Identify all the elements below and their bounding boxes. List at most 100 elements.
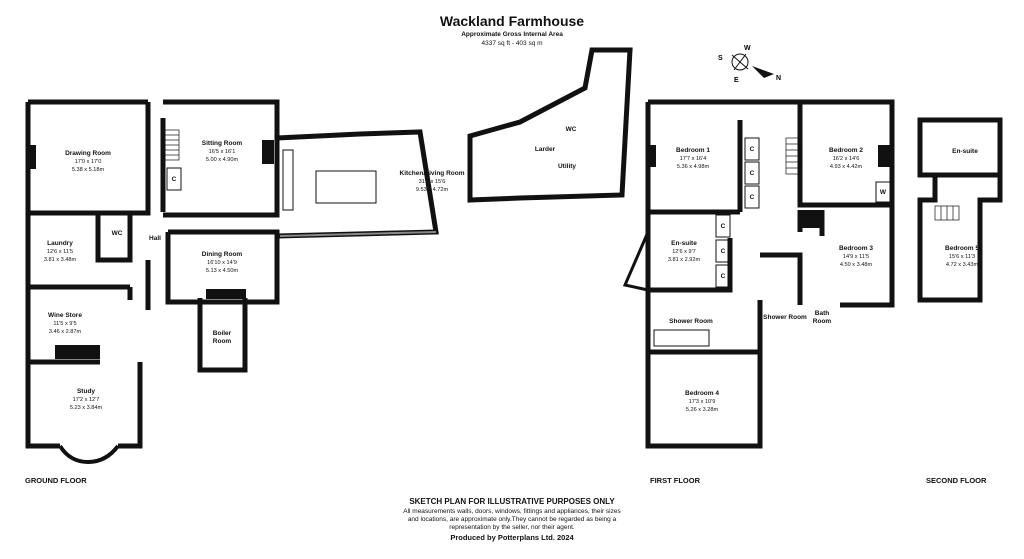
ground-floor-label: GROUND FLOOR bbox=[25, 476, 87, 485]
first-stairs bbox=[785, 137, 801, 175]
wc-ground-name: WC bbox=[112, 230, 123, 237]
bed2-walls bbox=[797, 102, 892, 208]
first-floor-label: FIRST FLOOR bbox=[650, 476, 700, 485]
drawing-room-metric: 5.38 x 5.18m bbox=[72, 167, 105, 173]
bed5-name: Bedroom 5 bbox=[945, 245, 979, 252]
compass-e: E bbox=[734, 77, 739, 84]
disclaimer-line-3: representation by the seller, nor their … bbox=[449, 524, 575, 531]
wardrobe-symbol: W bbox=[880, 189, 887, 196]
dining-room-metric: 5.13 x 4.50m bbox=[206, 268, 239, 274]
area-value: 4337 sq ft - 403 sq m bbox=[481, 40, 543, 47]
ground-cupboard bbox=[166, 167, 182, 191]
property-title: Wackland Farmhouse bbox=[439, 13, 585, 29]
bed3-dims: 14'9 x 11'5 bbox=[843, 254, 869, 260]
disclaimer-line-2: and locations, are approximate only.They… bbox=[407, 516, 617, 523]
study-metric: 5.23 x 3.84m bbox=[70, 405, 103, 411]
dining-fireplace bbox=[206, 289, 246, 299]
cupboard-symbol-3: C bbox=[750, 194, 755, 201]
cupboard-symbol-2: C bbox=[750, 170, 755, 177]
ground-stairs bbox=[164, 129, 180, 161]
dining-room-dims: 16'10 x 14'9 bbox=[207, 260, 237, 266]
sitting-room-metric: 5.00 x 4.90m bbox=[206, 157, 239, 163]
bed1-name: Bedroom 1 bbox=[676, 147, 710, 154]
bed3-name: Bedroom 3 bbox=[839, 245, 873, 252]
first-cupboards bbox=[715, 137, 891, 288]
second-stairs bbox=[934, 205, 960, 221]
study-name: Study bbox=[77, 388, 95, 395]
bed3-walls bbox=[797, 210, 825, 236]
study-dims: 17'2 x 12'7 bbox=[73, 397, 100, 403]
wine-store-fireplace bbox=[55, 345, 100, 359]
bath-name2: Room bbox=[813, 318, 832, 325]
dining-room-walls bbox=[165, 229, 280, 305]
drawing-room-name: Drawing Room bbox=[65, 150, 111, 157]
study-bay-window bbox=[58, 444, 120, 465]
wine-store-dims: 11'5 x 9'5 bbox=[53, 321, 76, 327]
bed2-metric: 4.93 x 4.42m bbox=[830, 164, 863, 170]
kitchen-glazed-wall bbox=[279, 231, 437, 237]
kitchen-island bbox=[315, 170, 377, 204]
bed4-dims: 17'3 x 10'9 bbox=[689, 399, 716, 405]
laundry-name: Laundry bbox=[47, 240, 73, 247]
drawing-room-walls bbox=[28, 102, 151, 216]
ensuite2-name: En-suite bbox=[952, 148, 978, 155]
bed2-dims: 16'2 x 14'6 bbox=[833, 156, 860, 162]
area-subtitle: Approximate Gross Internal Area bbox=[461, 31, 563, 38]
bed3-metric: 4.50 x 3.48m bbox=[840, 262, 873, 268]
compass-n: N bbox=[776, 75, 781, 82]
bath-name: Bath bbox=[815, 310, 829, 317]
sitting-room-name: Sitting Room bbox=[202, 140, 243, 147]
disclaimer-text: All measurements walls, doors, windows, … bbox=[380, 508, 644, 532]
hall-name: Hall bbox=[149, 235, 161, 242]
sitting-room-dims: 16'5 x 16'1 bbox=[209, 149, 236, 155]
boiler-room-walls bbox=[197, 298, 248, 373]
shower-bath bbox=[653, 329, 710, 347]
bed4-name: Bedroom 4 bbox=[685, 390, 719, 397]
compass-icon: W S E N bbox=[718, 45, 781, 84]
kitchen-name: Kitchen/Living Room bbox=[400, 170, 465, 177]
kitchen-counter bbox=[282, 149, 294, 211]
bed1-walls bbox=[648, 120, 743, 215]
bed1-metric: 5.36 x 4.98m bbox=[677, 164, 710, 170]
cupboard-symbol-4: C bbox=[721, 223, 726, 230]
kitchen-dims: 31'3 x 15'6 bbox=[419, 179, 446, 185]
bed4-metric: 5.26 x 3.28m bbox=[686, 407, 719, 413]
laundry-dims: 12'6 x 11'5 bbox=[47, 249, 73, 255]
bed1-fireplace bbox=[650, 145, 656, 167]
kitchen-walls bbox=[276, 129, 439, 239]
utility-name: Utility bbox=[558, 163, 576, 170]
compass-w: W bbox=[744, 45, 751, 52]
second-outer bbox=[917, 117, 1003, 303]
bed2-name: Bedroom 2 bbox=[829, 147, 863, 154]
ensuite-bay bbox=[622, 231, 650, 292]
kitchen-metric: 9.53 x 4.72m bbox=[416, 187, 449, 193]
landing-walls bbox=[760, 252, 803, 305]
disclaimer-heading: SKETCH PLAN FOR ILLUSTRATIVE PURPOSES ON… bbox=[409, 497, 615, 506]
bed5-metric: 4.72 x 3.43m bbox=[946, 262, 979, 268]
ensuite1-dims: 12'6 x 9'7 bbox=[672, 249, 696, 255]
disclaimer-line-1: All measurements walls, doors, windows, … bbox=[403, 508, 621, 515]
boiler-name2: Room bbox=[213, 338, 232, 345]
study-walls bbox=[25, 362, 143, 449]
bed5-dims: 15'6 x 11'3 bbox=[949, 254, 975, 260]
larder-name: Larder bbox=[535, 146, 556, 153]
laundry-metric: 3.81 x 3.48m bbox=[44, 257, 77, 263]
wine-store-name: Wine Store bbox=[48, 312, 82, 319]
cupboard-symbol-ground: C bbox=[172, 176, 177, 183]
room-labels: Drawing Room 17'0 x 17'0 5.38 x 5.18m Si… bbox=[44, 126, 980, 413]
wine-store-metric: 3.46 x 2.87m bbox=[49, 329, 82, 335]
utility-walls bbox=[467, 47, 633, 203]
sitting-room-walls bbox=[163, 99, 280, 218]
dining-room-name: Dining Room bbox=[202, 251, 243, 258]
ensuite1-metric: 3.81 x 2.92m bbox=[668, 257, 701, 263]
drawing-fireplace bbox=[28, 145, 36, 169]
producer-credit: Produced by Potterplans Ltd. 2024 bbox=[450, 533, 574, 542]
drawing-room-dims: 17'0 x 17'0 bbox=[75, 159, 102, 165]
cupboard-symbol-1: C bbox=[750, 146, 755, 153]
cupboard-symbol-5: C bbox=[721, 248, 726, 255]
wc-walls bbox=[95, 213, 133, 263]
sitting-fireplace bbox=[262, 140, 274, 164]
second-floor-label: SECOND FLOOR bbox=[926, 476, 987, 485]
bed1-dims: 17'7 x 16'4 bbox=[680, 156, 707, 162]
